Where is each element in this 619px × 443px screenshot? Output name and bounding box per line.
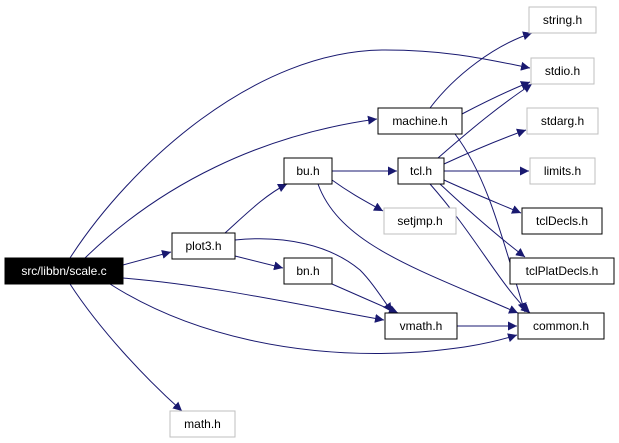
edge-scale-c-to-plot3-h [122,250,172,266]
node-box [528,6,597,34]
node-box [283,257,333,285]
edge-bu-h-to-common-h [317,183,519,314]
node-setjmp-h: setjmp.h [383,207,457,235]
node-label: machine.h [392,114,447,128]
node-box [377,107,463,135]
node-label: tcl.h [410,164,432,178]
edge-machine-h-to-stdio-h [461,81,531,115]
node-stdio-h: stdio.h [530,57,595,85]
nodes-layer: src/libbn/scale.c plot3.h bu.h bn.h machine.… [4,6,615,438]
edge-tcl-h-to-stdarg-h [443,128,527,165]
edge-plot3-h-to-bn-h [234,255,284,271]
edges-layer [69,31,533,412]
edge-scale-c-to-stdio-h [69,49,531,259]
node-box [283,157,333,185]
edge-plot3-h-to-vmath-h [234,238,393,313]
edge-tcl-h-to-stdio-h [437,83,533,159]
node-label: src/libbn/scale.c [21,264,106,278]
node-box [384,312,458,340]
node-box [397,157,445,185]
node-limits-h: limits.h [529,157,596,185]
edge-bn-h-to-vmath-h [331,283,399,314]
edge-scale-c-to-vmath-h [122,277,385,323]
edge-tcl-h-to-tclDecls-h [443,179,522,214]
node-label: bn.h [296,264,319,278]
node-label: stdio.h [545,64,580,78]
edge-tcl-h-to-common-h [429,183,531,314]
node-common-h[interactable]: common.h [517,312,605,340]
node-scale-c[interactable]: src/libbn/scale.c [4,257,124,285]
node-tclPlatDecls-h[interactable]: tclPlatDecls.h [509,257,615,285]
node-label: setjmp.h [397,214,442,228]
edge-machine-h-to-string-h [429,31,533,109]
node-machine-h[interactable]: machine.h [377,107,463,135]
node-bn-h[interactable]: bn.h [283,257,333,285]
edge-plot3-h-to-bu-h [224,183,288,234]
node-label: common.h [533,319,589,333]
node-box [383,207,457,235]
node-box [521,207,603,235]
node-box [529,157,596,185]
edge-scale-c-to-common-h [109,283,518,354]
node-box [171,232,236,260]
node-tclDecls-h[interactable]: tclDecls.h [521,207,603,235]
edge-tcl-h-to-tclPlatDecls-h [439,183,526,258]
node-label: string.h [543,13,582,27]
node-label: limits.h [544,164,581,178]
node-label: math.h [184,417,221,431]
edge-scale-c-to-math-h [69,283,183,412]
node-box [517,312,605,340]
node-label: stdarg.h [541,114,584,128]
node-string-h: string.h [528,6,597,34]
node-label: vmath.h [400,319,443,333]
node-label: tclPlatDecls.h [526,264,599,278]
node-box [526,107,599,135]
edge-scale-c-to-machine-h [84,115,378,259]
node-box [4,257,124,285]
node-plot3-h[interactable]: plot3.h [171,232,236,260]
edge-bu-h-to-setjmp-h [331,179,384,212]
node-bu-h[interactable]: bu.h [283,157,333,185]
node-label: tclDecls.h [536,214,588,228]
edge-machine-h-to-common-h [454,133,527,313]
node-math-h: math.h [169,410,236,438]
node-box [509,257,615,285]
node-label: bu.h [296,164,319,178]
node-vmath-h[interactable]: vmath.h [384,312,458,340]
node-box [530,57,595,85]
node-stdarg-h: stdarg.h [526,107,599,135]
node-box [169,410,236,438]
node-label: plot3.h [185,239,221,253]
node-tcl-h[interactable]: tcl.h [397,157,445,185]
